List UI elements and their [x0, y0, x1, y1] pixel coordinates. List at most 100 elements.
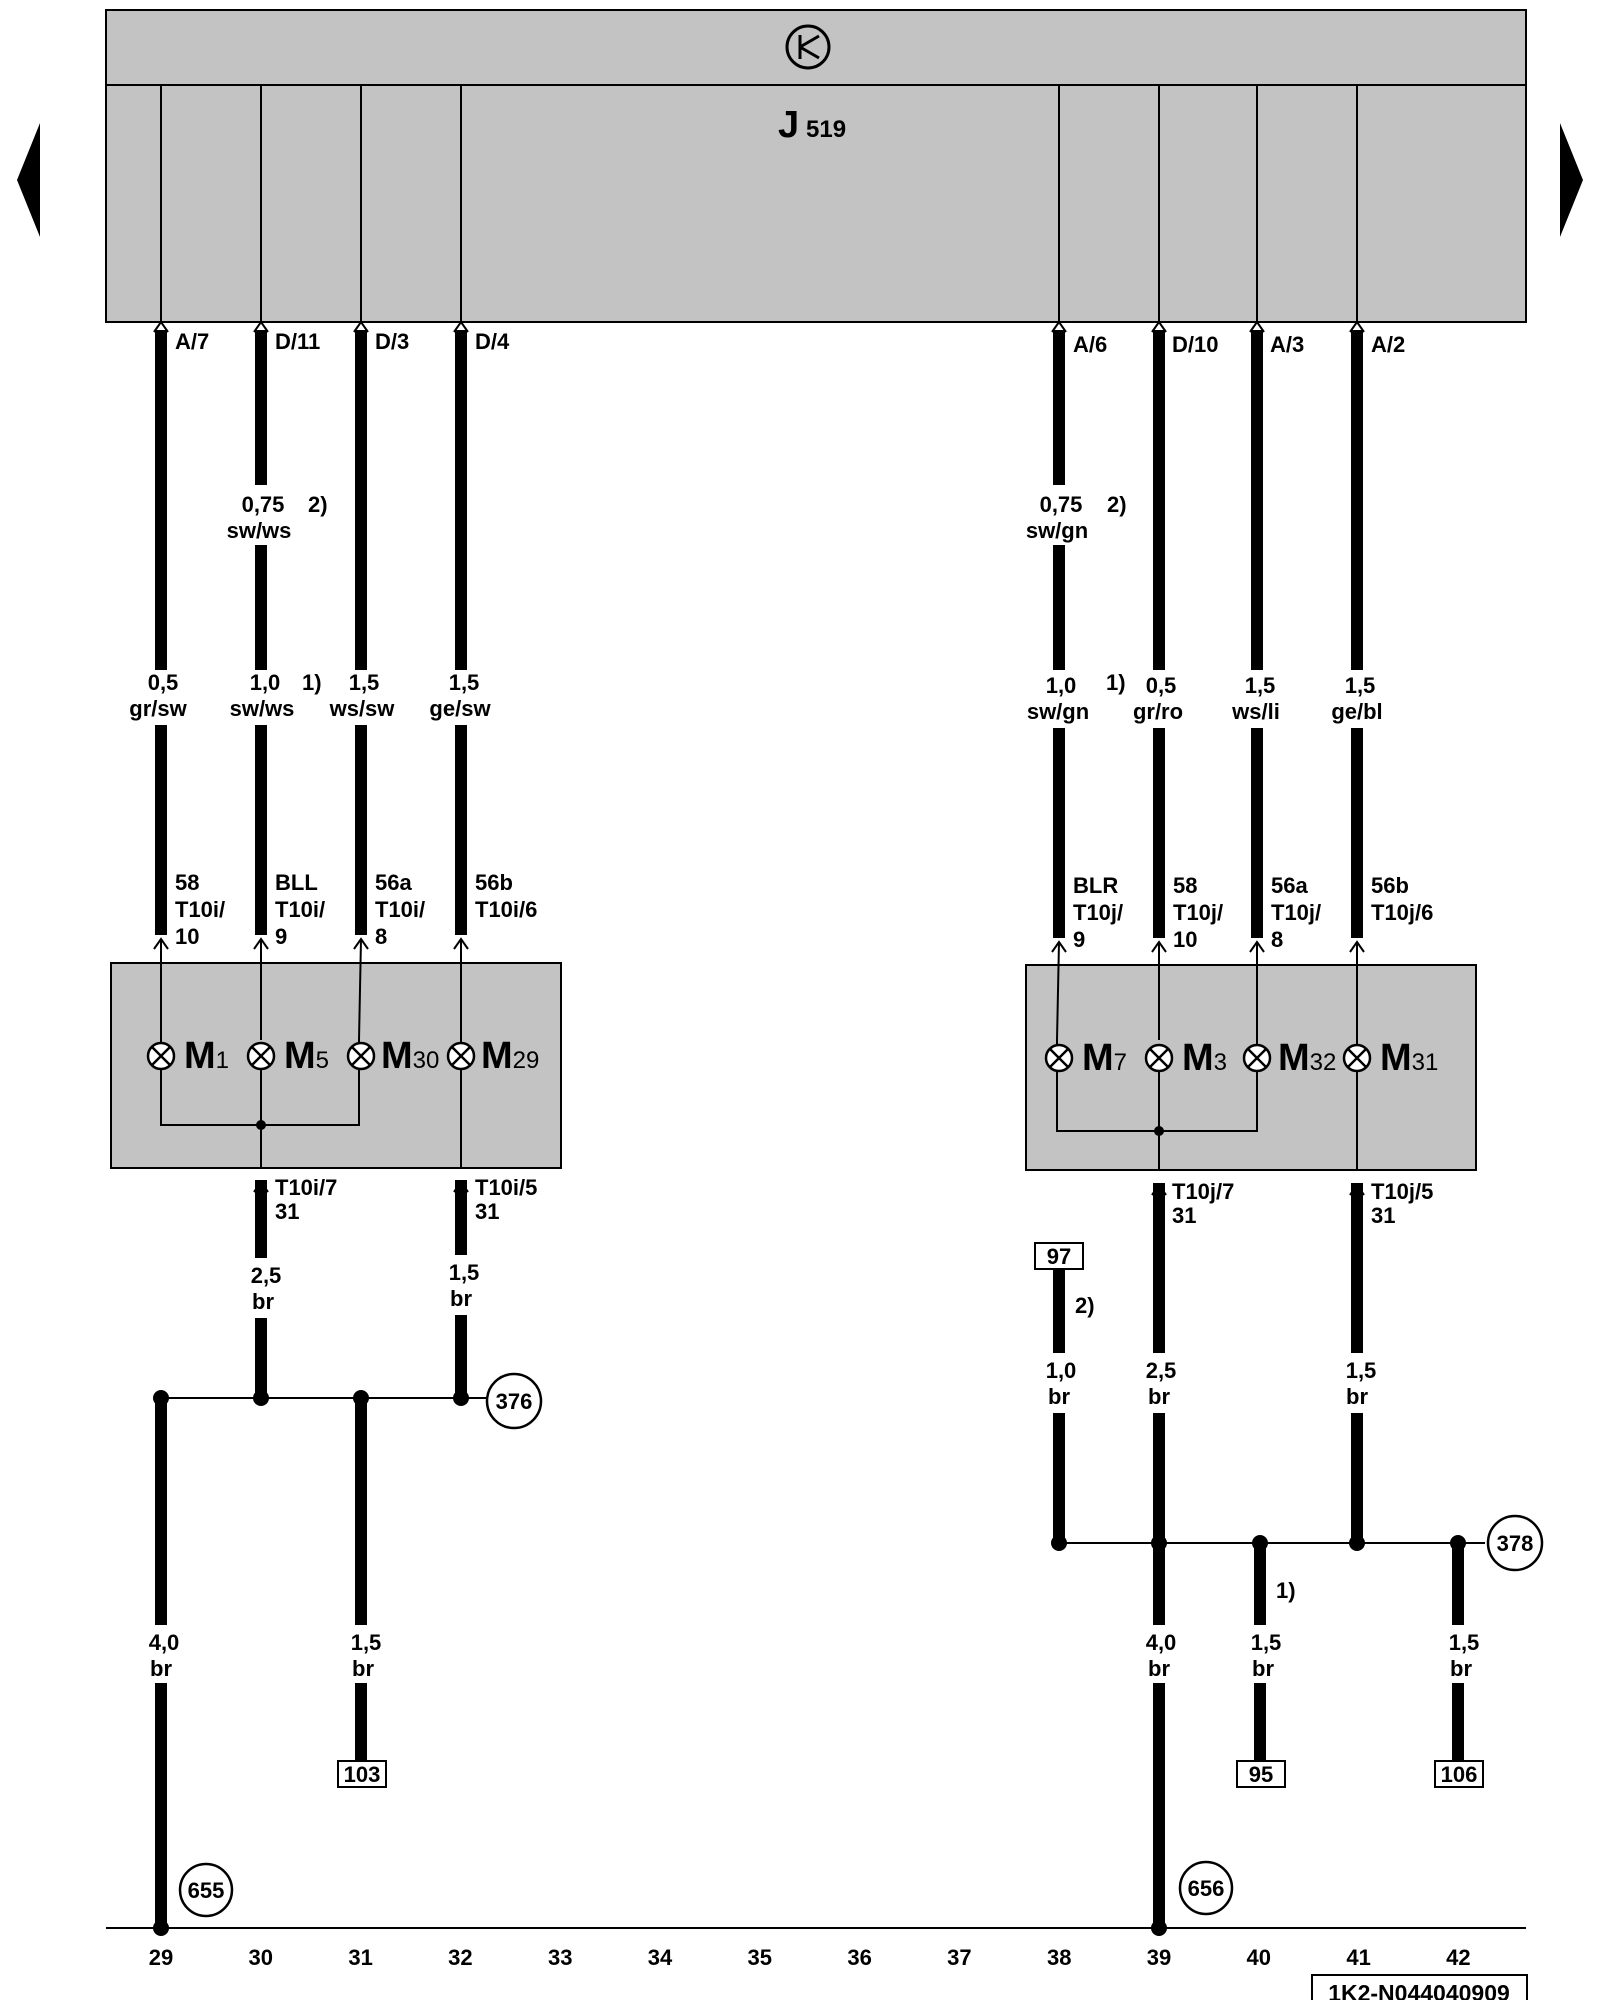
bulb-icon: [246, 1041, 276, 1071]
connector-terminal: BLL: [275, 870, 318, 895]
wire-color: br: [1148, 1384, 1170, 1409]
pin-label: D/10: [1172, 332, 1218, 357]
connector-id: T10i/7: [275, 1175, 337, 1200]
ground-point-label: 656: [1188, 1876, 1225, 1901]
connector-terminal: 56a: [375, 870, 412, 895]
bulb-label: M32: [1278, 1037, 1336, 1079]
column-number: 41: [1346, 1945, 1370, 1970]
wire-size: 1,5: [1245, 673, 1276, 698]
pin-label: D/3: [375, 329, 409, 354]
ground-point-label: 376: [496, 1389, 533, 1414]
reference-box-label: 95: [1249, 1762, 1273, 1787]
pin-label: A/7: [175, 329, 209, 354]
reference-box-label: 106: [1441, 1762, 1478, 1787]
connector-terminal: 56b: [1371, 873, 1409, 898]
connector-id: T10i/: [175, 897, 225, 922]
wire-color: sw/gn: [1027, 699, 1089, 724]
wire-size: 1,5: [449, 670, 480, 695]
wire-color: sw/gn: [1026, 518, 1088, 543]
wire-color: ws/li: [1231, 699, 1280, 724]
wire-size: 1,0: [1046, 1358, 1077, 1383]
wire-note: 1): [302, 670, 322, 695]
wire-size: 1,0: [1046, 673, 1077, 698]
wire-size: 0,75: [1040, 492, 1083, 517]
column-number: 30: [249, 1945, 273, 1970]
bulb-label: M3: [1182, 1037, 1227, 1079]
bulb-label: M5: [284, 1035, 329, 1077]
wire-note: 1): [1106, 670, 1126, 695]
wire-size: 1,5: [349, 670, 380, 695]
wire-size: 0,5: [148, 670, 179, 695]
wire-color: br: [450, 1286, 472, 1311]
column-number: 42: [1446, 1945, 1470, 1970]
connector-id: T10j/5: [1371, 1179, 1433, 1204]
wire-size: 4,0: [149, 1630, 180, 1655]
triangle-right-icon[interactable]: [1560, 123, 1583, 237]
connector-terminal: 31: [1371, 1203, 1395, 1228]
connector-id: T10j/: [1073, 900, 1123, 925]
wire-color: ws/sw: [329, 696, 396, 721]
pin-label: A/6: [1073, 332, 1107, 357]
wire-note: 2): [308, 492, 328, 517]
control-unit-j519: J 519: [105, 9, 1527, 323]
column-number: 32: [448, 1945, 472, 1970]
ground-point-label: 378: [1497, 1531, 1534, 1556]
document-id-label: 1K2-N044040909: [1328, 1980, 1510, 2000]
bulb-icon: [1044, 1043, 1074, 1073]
ground-points: 376 378 655 656: [178, 1372, 1544, 1918]
wire-color: br: [1450, 1656, 1472, 1681]
wire-color: ge/sw: [429, 696, 491, 721]
wire-note: 2): [1107, 492, 1127, 517]
wire-size: 2,5: [1146, 1358, 1177, 1383]
wire-size: 0,5: [1146, 673, 1177, 698]
connector-pin: 10: [175, 924, 199, 949]
column-number: 33: [548, 1945, 572, 1970]
column-number: 39: [1147, 1945, 1171, 1970]
column-number: 36: [847, 1945, 871, 1970]
wire-labels-middle: 0,5 gr/sw 1,0 1) sw/ws 1,5 ws/sw 1,5 ge/…: [129, 670, 1382, 724]
wire-color: sw/ws: [227, 518, 292, 543]
bulb-label: M1: [184, 1035, 229, 1077]
wire-size: 1,5: [1346, 1358, 1377, 1383]
connector-pin: 8: [1271, 927, 1283, 952]
connector-terminal: 31: [1172, 1203, 1196, 1228]
column-number: 40: [1247, 1945, 1271, 1970]
control-unit-letter: J: [778, 104, 799, 146]
bulb-label: M7: [1082, 1037, 1127, 1079]
connector-id: T10j/: [1271, 900, 1321, 925]
wire-color: br: [150, 1656, 172, 1681]
wire-note: 2): [1075, 1293, 1095, 1318]
wire-color: sw/ws: [230, 696, 295, 721]
wire-color: gr/sw: [129, 696, 187, 721]
signal-wires: [155, 330, 1363, 938]
connector-id: T10i/: [375, 897, 425, 922]
ground-bus: [153, 1390, 1485, 1936]
wire-size: 1,5: [1251, 1630, 1282, 1655]
connector-pin: 9: [275, 924, 287, 949]
bulb-label: M30: [381, 1035, 439, 1077]
bulb-icon: [1144, 1043, 1174, 1073]
bulb-icon: [1242, 1043, 1272, 1073]
wire-color: br: [1148, 1656, 1170, 1681]
control-unit-internal-lines: [160, 85, 1358, 322]
triangle-left-icon[interactable]: [17, 123, 40, 237]
pin-label: A/3: [1270, 332, 1304, 357]
wire-size: 1,5: [1449, 1630, 1480, 1655]
control-unit-number: 519: [806, 116, 846, 143]
pin-label: A/2: [1371, 332, 1405, 357]
ground-wires: [155, 1180, 1464, 1928]
connector-terminal: 58: [1173, 873, 1197, 898]
wire-size: 1,5: [1345, 673, 1376, 698]
connector-id: T10i/: [275, 897, 325, 922]
bulb-label: M29: [481, 1035, 539, 1077]
bulb-icon: [346, 1041, 376, 1071]
wire-note: 1): [1276, 1578, 1296, 1603]
wire-size: 1,5: [449, 1260, 480, 1285]
column-number: 37: [947, 1945, 971, 1970]
bulb-icon: [1342, 1043, 1372, 1073]
connector-terminal: BLR: [1073, 873, 1118, 898]
pin-label: D/11: [275, 329, 320, 354]
